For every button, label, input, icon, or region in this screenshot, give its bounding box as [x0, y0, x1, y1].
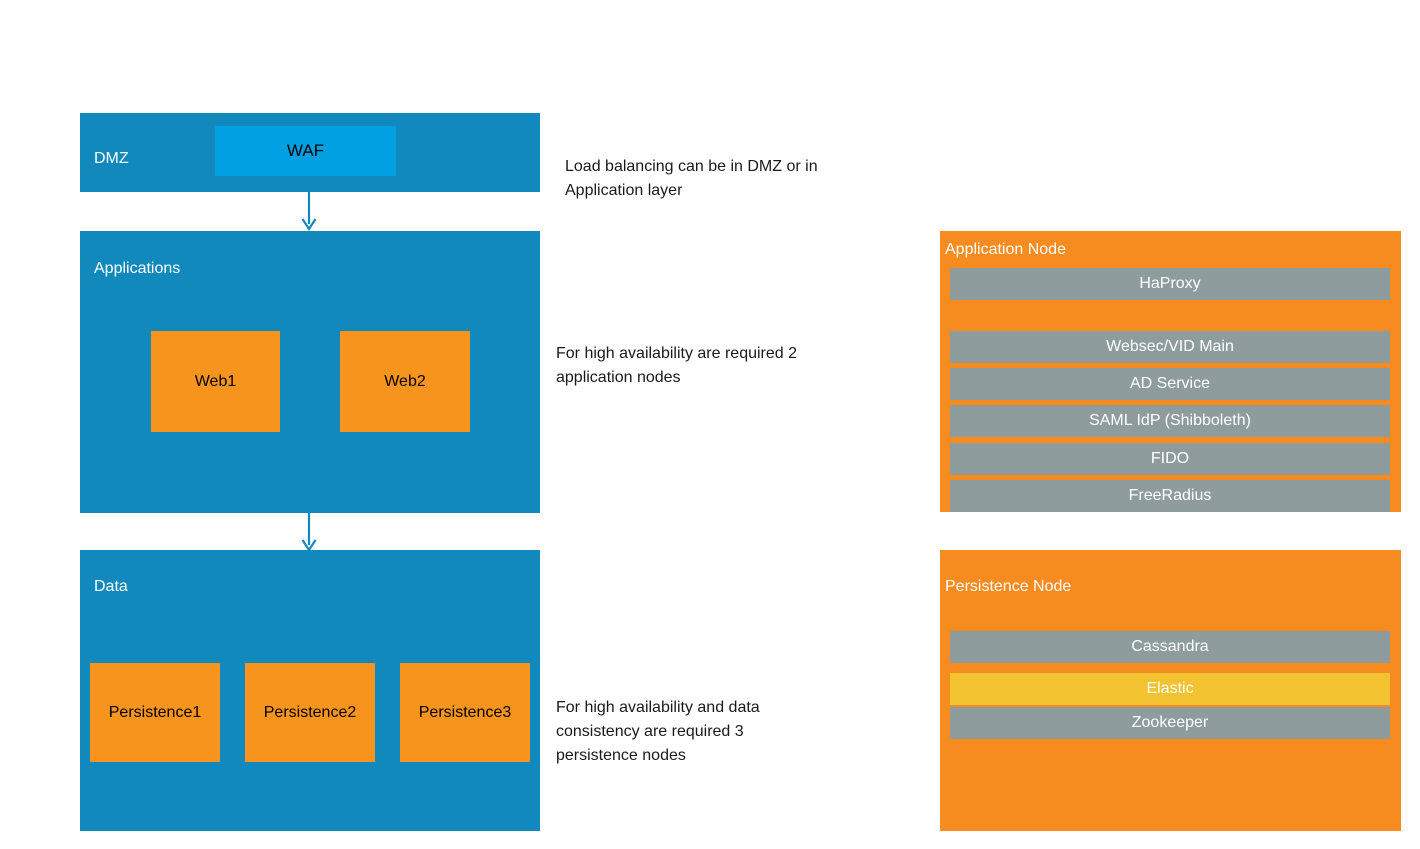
- zone-data-label: Data: [94, 578, 128, 595]
- panel-application-node-label: Application Node: [945, 241, 1066, 258]
- connector-dmz-to-applications: [301, 190, 317, 232]
- panel-application-node[interactable]: Application Node HaProxy Websec/VID Main…: [940, 231, 1401, 512]
- service-fido[interactable]: FIDO: [950, 443, 1390, 475]
- service-elastic[interactable]: Elastic: [950, 673, 1390, 705]
- service-ad-service[interactable]: AD Service: [950, 368, 1390, 400]
- panel-persistence-node[interactable]: Persistence Node Cassandra Elastic Zooke…: [940, 550, 1401, 831]
- annotation-application-nodes: For high availability are required 2 app…: [556, 345, 798, 386]
- zone-data[interactable]: Data Persistence1 Persistence2 Persisten…: [80, 550, 540, 831]
- annotation-load-balancing: Load balancing can be in DMZ or in Appli…: [565, 158, 818, 199]
- service-cassandra[interactable]: Cassandra: [950, 631, 1390, 663]
- box-web2[interactable]: Web2: [340, 331, 470, 432]
- box-web1[interactable]: Web1: [151, 331, 280, 432]
- service-zookeeper[interactable]: Zookeeper: [950, 707, 1390, 739]
- panel-persistence-node-label: Persistence Node: [945, 578, 1072, 595]
- service-haproxy[interactable]: HaProxy: [950, 268, 1390, 300]
- connector-applications-to-data: [301, 511, 317, 553]
- box-persistence2[interactable]: Persistence2: [245, 663, 375, 762]
- service-websec-vid-main[interactable]: Websec/VID Main: [950, 331, 1390, 363]
- zone-dmz-label: DMZ: [94, 150, 129, 167]
- box-persistence3[interactable]: Persistence3: [400, 663, 530, 762]
- zone-applications[interactable]: Applications Web1 Web2: [80, 231, 540, 513]
- box-persistence1[interactable]: Persistence1: [90, 663, 220, 762]
- service-saml-idp-shibboleth[interactable]: SAML IdP (Shibboleth): [950, 405, 1390, 437]
- box-waf[interactable]: WAF: [215, 126, 396, 176]
- service-freeradius[interactable]: FreeRadius: [950, 480, 1390, 512]
- zone-dmz[interactable]: DMZ WAF: [80, 113, 540, 192]
- zone-applications-label: Applications: [94, 260, 181, 277]
- annotation-persistence-nodes: For high availability and data consisten…: [556, 699, 760, 764]
